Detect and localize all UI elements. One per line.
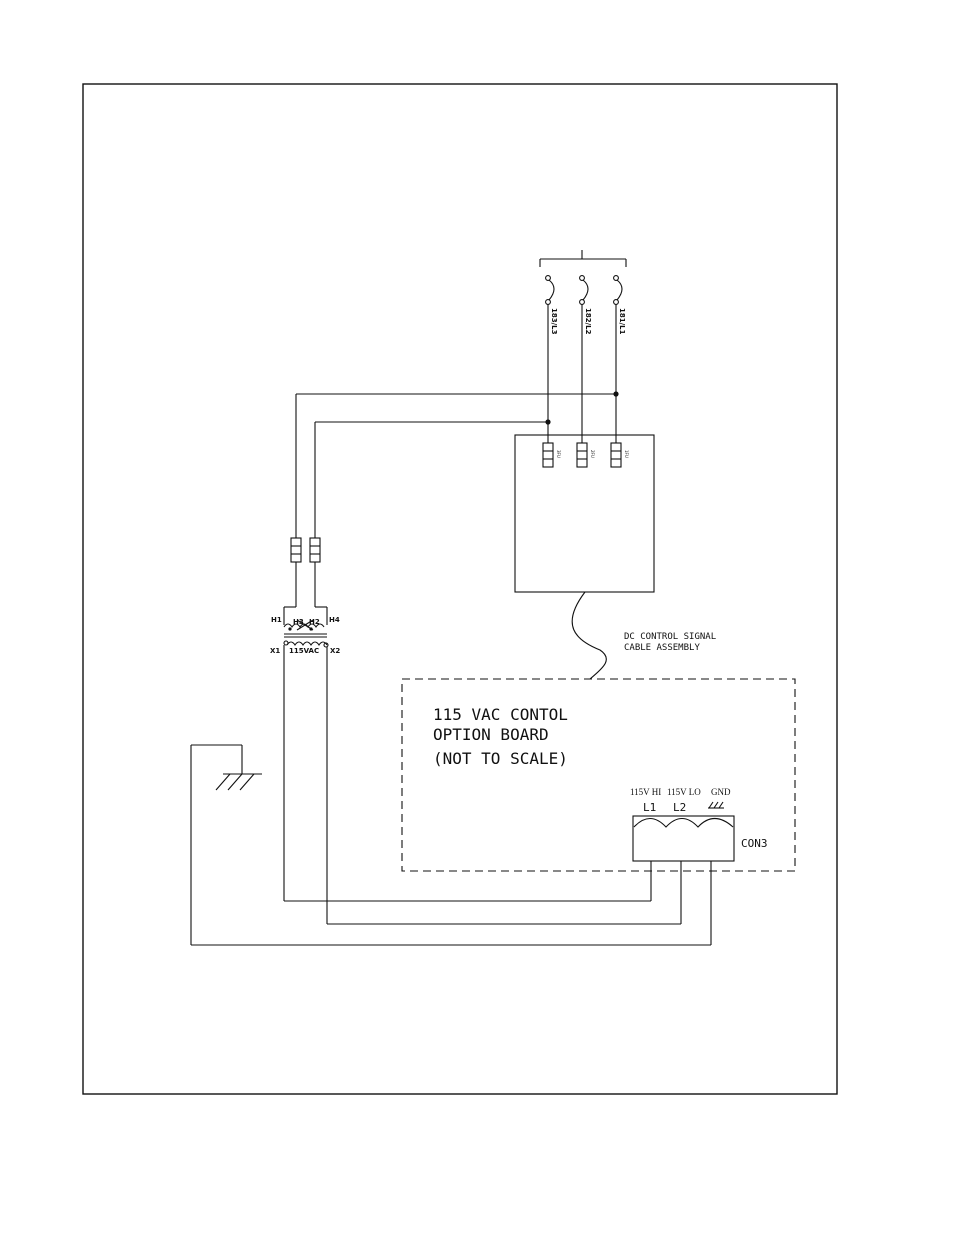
board-title-line1: 115 VAC CONTOL: [433, 705, 568, 724]
signal-cable: [572, 592, 606, 679]
terminal-h4: H4: [329, 616, 340, 624]
connector-ground-icon: [708, 802, 724, 808]
terminal-h3: H3: [293, 618, 304, 626]
svg-text:3FU: 3FU: [556, 450, 561, 458]
chassis-ground-icon: [216, 774, 262, 790]
terminal-x2: X2: [330, 647, 340, 655]
pin3-function: GND: [711, 787, 731, 797]
pin2-function: 115V LO: [667, 787, 701, 797]
cable-label-line2: CABLE ASSEMBLY: [624, 643, 700, 653]
cable-label-line1: DC CONTROL SIGNAL: [624, 632, 716, 642]
pin1-function: 115V HI: [630, 787, 661, 797]
svg-text:2FU: 2FU: [590, 450, 595, 458]
wire-label-l1: 181/L1: [618, 308, 626, 335]
disconnect-switch: [540, 250, 626, 304]
connector-name: CON3: [741, 837, 768, 850]
pin2-label: L2: [673, 801, 686, 814]
wire-label-l3: 183/L3: [550, 308, 558, 335]
board-title-line3: (NOT TO SCALE): [433, 749, 568, 768]
terminal-h1: H1: [271, 616, 282, 624]
fuse-3fu: 3FU: [543, 443, 561, 467]
primary-fuses: [291, 538, 320, 562]
connector-con3: [633, 816, 734, 861]
secondary-voltage-label: 115VAC: [289, 647, 319, 655]
board-title-line2: OPTION BOARD: [433, 725, 549, 744]
fuse-1fu: 1FU: [611, 443, 629, 467]
terminal-h2: H2: [309, 618, 320, 626]
control-transformer: [284, 620, 328, 647]
svg-text:1FU: 1FU: [624, 450, 629, 458]
fuse-2fu: 2FU: [577, 443, 595, 467]
wire-label-l2: 182/L2: [584, 308, 592, 335]
pin1-label: L1: [643, 801, 656, 814]
terminal-x1: X1: [270, 647, 280, 655]
page-border: [83, 84, 837, 1094]
